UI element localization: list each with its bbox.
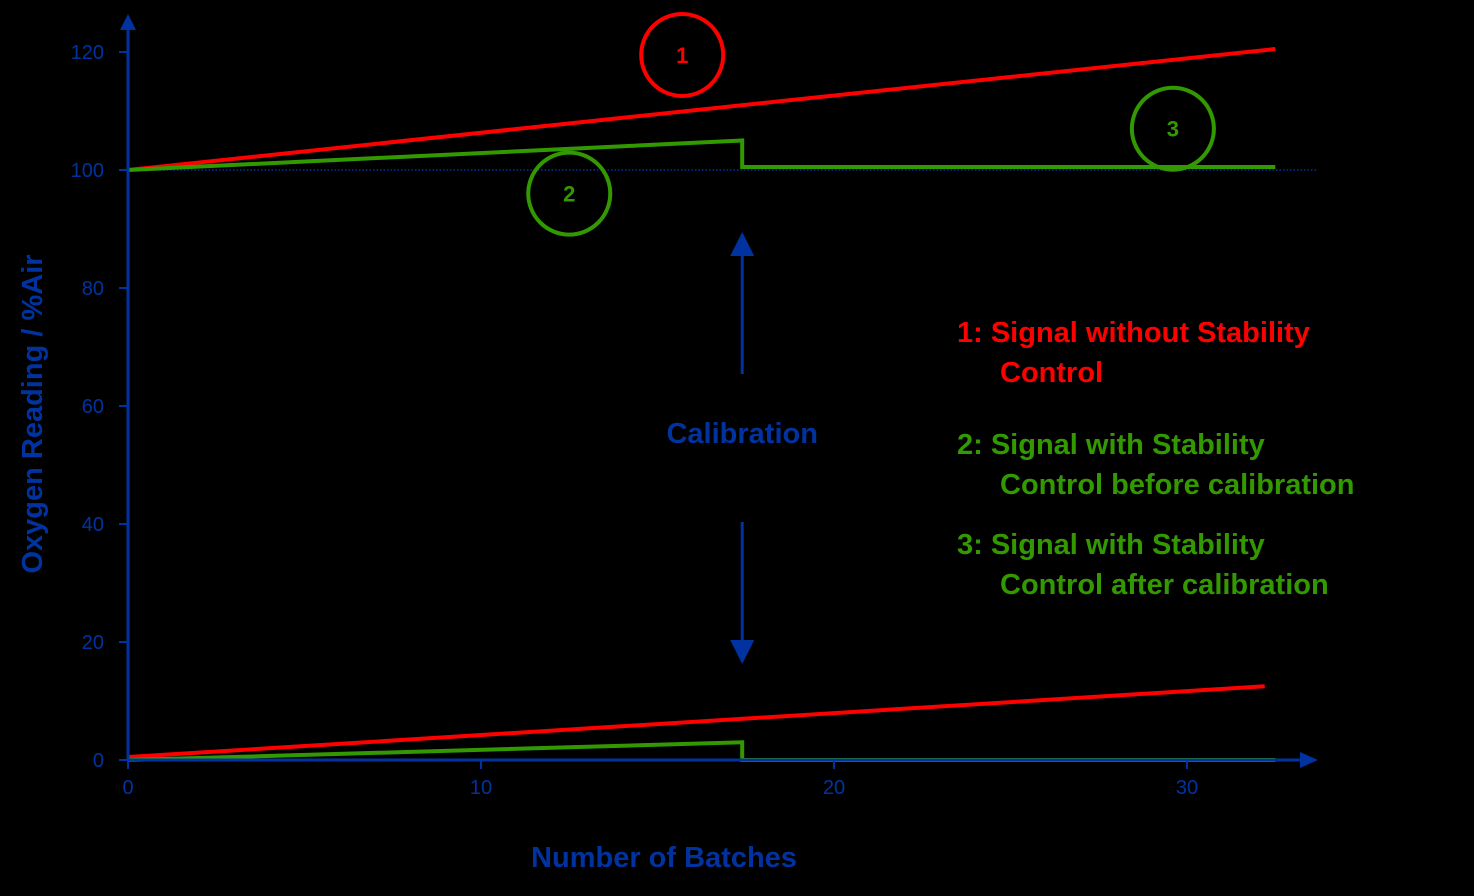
x-tick-label: 0 xyxy=(122,777,133,799)
legend-item-2-line2: Control before calibration xyxy=(1000,469,1354,501)
callout-label-2: 2 xyxy=(563,182,575,207)
calibration-label: Calibration xyxy=(666,418,817,450)
y-tick-label: 20 xyxy=(82,632,104,654)
callout-circle-1 xyxy=(639,11,726,98)
series-line-1-high xyxy=(127,47,1276,172)
y-tick-label: 80 xyxy=(82,278,104,300)
x-tick-label: 20 xyxy=(823,777,845,799)
y-axis-title: Oxygen Reading / %Air xyxy=(17,254,49,573)
x-tick-label: 10 xyxy=(470,777,492,799)
legend-item-2-line1: 2: Signal with Stability xyxy=(957,429,1265,461)
y-tick-label: 120 xyxy=(71,42,104,64)
callout-layer: 1 2 3 xyxy=(526,11,1216,237)
y-axis-arrowhead xyxy=(120,14,136,30)
series-line-1-low xyxy=(127,684,1265,759)
callout-label-3: 3 xyxy=(1167,117,1179,142)
x-tick-label: 30 xyxy=(1176,777,1198,799)
legend-item-1-line2: Control xyxy=(1000,357,1103,389)
y-tick-label: 0 xyxy=(93,750,104,772)
x-axis-title: Number of Batches xyxy=(531,842,797,874)
callout-circle-2 xyxy=(526,150,613,237)
callout-label-1: 1 xyxy=(676,43,688,68)
tick-layer: 0 20 40 60 80 100 120 0 10 20 30 xyxy=(71,42,1199,799)
y-tick-label: 40 xyxy=(82,514,104,536)
y-tick-label: 100 xyxy=(71,160,104,182)
y-tick-label: 60 xyxy=(82,396,104,418)
x-axis-arrowhead xyxy=(1300,752,1318,768)
series-line-2-3-high xyxy=(127,138,1276,172)
legend-item-3-line1: 3: Signal with Stability xyxy=(957,529,1265,561)
callout-circle-3 xyxy=(1129,85,1216,172)
legend-item-3-line2: Control after calibration xyxy=(1000,569,1329,601)
legend-item-1-line1: 1: Signal without Stability xyxy=(957,317,1310,349)
legend: 1: Signal without Stability Control 2: S… xyxy=(957,317,1354,601)
series-layer xyxy=(127,47,1276,762)
calibration-annotation: Calibration xyxy=(666,232,818,664)
